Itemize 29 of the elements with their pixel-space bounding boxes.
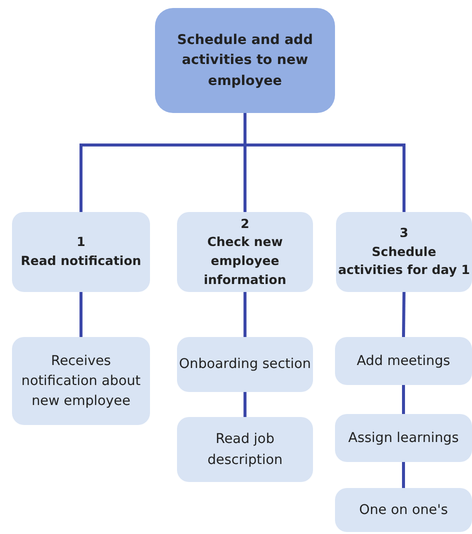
connector-line [402, 292, 406, 338]
box-text: Onboarding section [179, 355, 311, 374]
connector-line [80, 292, 82, 337]
box-text: Read notification [20, 252, 142, 270]
box-text: Schedule activities for day 1 [338, 242, 470, 280]
box-text: Receives notification about new employee [20, 352, 142, 412]
connector-line [244, 392, 246, 417]
box-text: Add meetings [356, 352, 450, 371]
task-box [177, 417, 313, 482]
task-box [335, 488, 472, 532]
box-text: One on one's [359, 500, 448, 520]
step-number: 2 [240, 214, 250, 232]
box-text: Schedule and add activities to new employee [176, 31, 314, 91]
connector-line [402, 385, 405, 414]
connector-line [244, 292, 246, 337]
step-box [12, 212, 150, 292]
box-text: Check new employee information [202, 233, 288, 289]
root-box [155, 8, 335, 113]
box-text: Assign learnings [348, 428, 459, 448]
task-box [12, 337, 150, 425]
step-box [177, 212, 313, 292]
box-text: Read job description [206, 430, 284, 470]
task-box [335, 337, 472, 385]
step-number: 3 [400, 224, 408, 242]
step-number: 1 [76, 233, 86, 252]
connector-line [402, 462, 405, 488]
task-box [335, 414, 472, 462]
task-box [177, 337, 313, 392]
step-box [336, 212, 472, 292]
